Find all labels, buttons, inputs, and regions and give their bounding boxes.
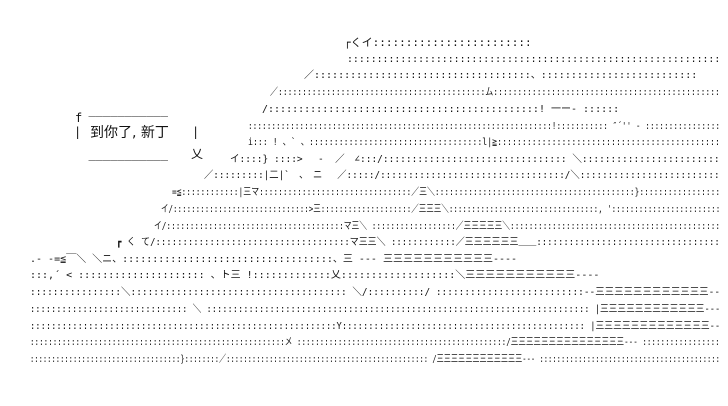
ascii-line-12: イ/::::::::::::::::::::::::::::::::::::::… <box>154 221 721 232</box>
speech-bubble-frame-right: | <box>192 125 200 139</box>
ascii-line-10: =≦::::::::::::|三マ:::::::::::::::::::::::… <box>172 187 721 198</box>
speech-bubble-tail: 乂 <box>191 147 204 161</box>
ascii-line-11: イ/::::::::::::::::::::::::::::::>三::::::… <box>161 204 721 215</box>
ascii-line-9: ／:::::::::|二|` 、 ニ ／:::::/::::::::::::::… <box>204 170 720 181</box>
ascii-line-20: :::::::::::::::::::::::::::::::::::}::::… <box>30 354 720 365</box>
ascii-line-17: :::::::::::::::::::::::::::::: ＼ :::::::… <box>30 304 721 315</box>
ascii-line-18: ::::::::::::::::::::::::::::::::::::::::… <box>30 321 721 332</box>
ascii-line-15: :::,´ < ::::::::::::::::::::: 、ト三 !:::::… <box>30 270 600 281</box>
speech-bubble-f-mark: f <box>75 111 83 125</box>
ascii-line-3: ／::::::::::::::::::::::::::::::::::::、::… <box>304 70 698 81</box>
speech-bubble-frame-left: | <box>74 125 82 139</box>
speech-bubble: f ___________ | 到你了, 新丁 | ___________ 乂 <box>74 103 206 161</box>
ascii-line-4: ／:::::::::::::::::::::::::::::::::::::::… <box>270 87 720 98</box>
ascii-line-7: i::: ! 、` 、:::::::::::::::::::::::::::::… <box>248 137 720 148</box>
speech-bubble-text: 到你了, 新丁 <box>90 125 169 141</box>
ascii-line-8: イ::::} ::::> ‐ ／ ∠:::/::::::::::::::::::… <box>230 154 720 165</box>
ascii-line-2: ::::::::::::::::::::::::::::::::::::::::… <box>347 54 721 65</box>
speech-bubble-frame-bottom: ___________ <box>74 147 183 161</box>
ascii-line-13: ┏ く て/::::::::::::::::::::::::::::::::::… <box>116 237 720 248</box>
ascii-line-14: .- ‐=≦￣＼ ＼ニ、::::::::::::::::::::::::::::… <box>30 254 518 265</box>
ascii-line-1: ┌くイ:::::::::::::::::::::::: <box>344 36 532 49</box>
ascii-line-5: /:::::::::::::::::::::::::::::::::::::::… <box>262 104 626 115</box>
ascii-line-16: ::::::::::::::::＼:::::::::::::::::::::::… <box>30 287 721 298</box>
ascii-line-19: ::::::::::::::::::::::::::::::::::::::::… <box>30 337 720 348</box>
ascii-line-6: ::::::::::::::::::::::::::::::::::::::::… <box>248 121 721 132</box>
speech-bubble-frame-top: ___________ <box>74 103 183 117</box>
